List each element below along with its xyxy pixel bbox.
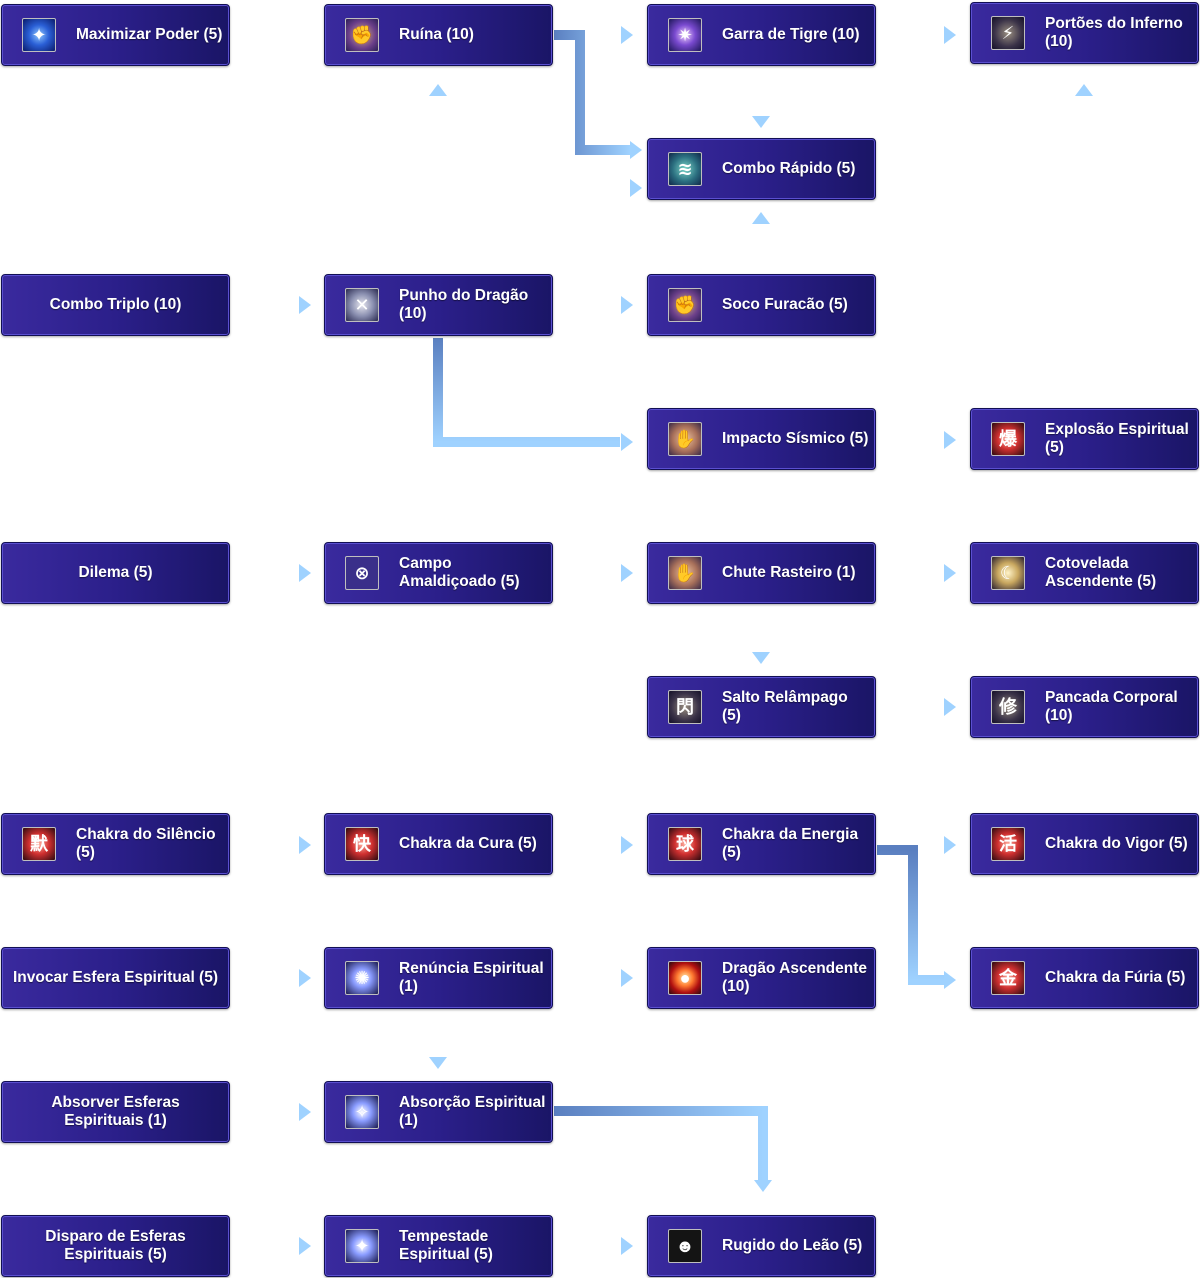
skill-dilema[interactable]: Dilema (5): [1, 542, 230, 604]
arrow-garra-combo-rapido-head: [752, 116, 770, 128]
skill-soco-furacao[interactable]: ✊ Soco Furacão (5): [647, 274, 876, 336]
arrow-impacto-explosao-head: [944, 431, 956, 449]
skill-chakra-do-vigor[interactable]: 活 Chakra do Vigor (5): [970, 813, 1199, 875]
skill-impacto-sismico[interactable]: ✋ Impacto Sísmico (5): [647, 408, 876, 470]
lion-roar-icon: ☻: [668, 1229, 702, 1263]
skill-pancada-corporal[interactable]: 修 Pancada Corporal (10): [970, 676, 1199, 738]
arrow-ruina-garra-head: [621, 26, 633, 44]
skill-absorcao-espiritual[interactable]: ✧ Absorção Espiritual (1): [324, 1081, 553, 1143]
chakra-energy-glyph-icon: 球: [668, 827, 702, 861]
arrow-tempestade-rugido-head: [621, 1237, 633, 1255]
arrow-cura-energia-head: [621, 836, 633, 854]
claw-burst-icon: ✷: [668, 18, 702, 52]
skill-disparo-de-esferas-espirituais[interactable]: Disparo de Esferas Espirituais (5): [1, 1215, 230, 1277]
combo-icon: ≋: [668, 152, 702, 186]
skill-dragao-ascendente[interactable]: ● Dragão Ascendente (10): [647, 947, 876, 1009]
skill-rugido-do-leao[interactable]: ☻ Rugido do Leão (5): [647, 1215, 876, 1277]
arrow-absorcao-rugido-head: [754, 1180, 772, 1192]
skill-explosao-espiritual[interactable]: 爆 Explosão Espiritual (5): [970, 408, 1199, 470]
dragon-fist-icon: ✕: [345, 288, 379, 322]
chakra-fury-glyph-icon: 金: [991, 961, 1025, 995]
skill-combo-rapido[interactable]: ≋ Combo Rápido (5): [647, 138, 876, 200]
skill-ruina[interactable]: ✊ Ruína (10): [324, 4, 553, 66]
skill-combo-triplo[interactable]: Combo Triplo (10): [1, 274, 230, 336]
arrow-campo-chute-head: [621, 564, 633, 582]
arrow-energia-furia: [877, 845, 945, 985]
arrow-disparo-tempestade-head: [299, 1237, 311, 1255]
lightning-burst-icon: ✦: [22, 18, 56, 52]
skill-chute-rasteiro[interactable]: ✋ Chute Rasteiro (1): [647, 542, 876, 604]
flash-glyph-icon: 閃: [668, 690, 702, 724]
arrow-salto-pancada-head: [944, 698, 956, 716]
arrow-punho-impacto-head: [621, 433, 633, 451]
arrow-garra-portoes-head: [944, 26, 956, 44]
low-kick-icon: ✋: [668, 556, 702, 590]
skill-chakra-da-furia[interactable]: 金 Chakra da Fúria (5): [970, 947, 1199, 1009]
explosion-glyph-icon: 爆: [991, 422, 1025, 456]
skill-invocar-esfera-espiritual[interactable]: Invocar Esfera Espiritual (5): [1, 947, 230, 1009]
arrow-punho-soco-head: [621, 296, 633, 314]
punches-icon: ✊: [668, 288, 702, 322]
arrow-silencio-cura-head: [299, 836, 311, 854]
arrow-renuncia-absorcao-head: [429, 1057, 447, 1069]
arrow-punho-ruina-head: [429, 84, 447, 96]
chakra-heal-glyph-icon: 快: [345, 827, 379, 861]
fire-orb-icon: ●: [668, 961, 702, 995]
arrow-renuncia-dragao-head: [621, 969, 633, 987]
skill-chakra-da-cura[interactable]: 快 Chakra da Cura (5): [324, 813, 553, 875]
body-slam-glyph-icon: 修: [991, 690, 1025, 724]
skill-absorver-esferas-espirituais[interactable]: Absorver Esferas Espirituais (1): [1, 1081, 230, 1143]
chakra-vigor-glyph-icon: 活: [991, 827, 1025, 861]
skill-chakra-da-energia[interactable]: 球 Chakra da Energia (5): [647, 813, 876, 875]
crescent-moon-icon: ☾: [991, 556, 1025, 590]
arrow-invocar-renuncia-head: [299, 969, 311, 987]
skill-garra-de-tigre[interactable]: ✷ Garra de Tigre (10): [647, 4, 876, 66]
arrow-ruina-combo-rapido: [554, 30, 630, 155]
chakra-silence-glyph-icon: 默: [22, 827, 56, 861]
arrow-soco-combo-rapido-head: [752, 212, 770, 224]
arrow-energia-furia-head: [944, 971, 956, 989]
skill-salto-relampago[interactable]: 閃 Salto Relâmpago (5): [647, 676, 876, 738]
spirit-burst-icon: ✺: [345, 961, 379, 995]
storm-sparks-icon: ✦: [345, 1229, 379, 1263]
arrow-absorcao-rugido: [554, 1106, 768, 1180]
skill-chakra-do-silencio[interactable]: 默 Chakra do Silêncio (5): [1, 813, 230, 875]
skill-tempestade-espiritual[interactable]: ✦ Tempestade Espiritual (5): [324, 1215, 553, 1277]
arrow-punho-combo-rapido-head: [630, 179, 642, 197]
arrow-chute-salto-head: [752, 652, 770, 664]
arrow-absorver-absorcao-head: [299, 1103, 311, 1121]
skill-maximizar-poder[interactable]: ✦ Maximizar Poder (5): [1, 4, 230, 66]
arrow-chute-cotovelada-head: [944, 564, 956, 582]
foot-stomp-icon: ✋: [668, 422, 702, 456]
arrow-triplo-punho-head: [299, 296, 311, 314]
skill-cotovelada-ascendente[interactable]: ☾ Cotovelada Ascendente (5): [970, 542, 1199, 604]
arrow-energia-vigor-head: [944, 836, 956, 854]
cursed-circle-icon: ⊗: [345, 556, 379, 590]
arrow-explosao-portoes-head: [1075, 84, 1093, 96]
arrow-punho-impacto: [433, 338, 620, 447]
sparkles-icon: ✧: [345, 1095, 379, 1129]
arrow-ruina-combo-rapido-head: [630, 141, 642, 159]
skill-renuncia-espiritual[interactable]: ✺ Renúncia Espiritual (1): [324, 947, 553, 1009]
arrow-dilema-campo-head: [299, 564, 311, 582]
skill-punho-do-dragao[interactable]: ✕ Punho do Dragão (10): [324, 274, 553, 336]
gates-icon: ⚡: [991, 16, 1025, 50]
skill-campo-amaldicoado[interactable]: ⊗ Campo Amaldiçoado (5): [324, 542, 553, 604]
skill-portoes-do-inferno[interactable]: ⚡ Portões do Inferno (10): [970, 2, 1199, 64]
fists-icon: ✊: [345, 18, 379, 52]
